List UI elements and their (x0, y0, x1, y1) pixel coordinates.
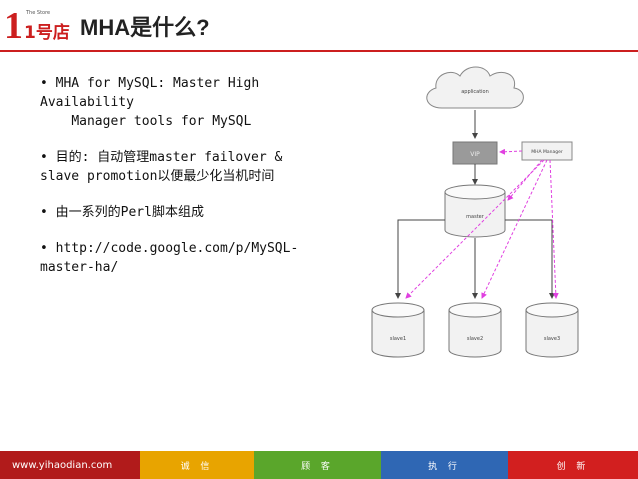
bullet-item: • 目的: 自动管理master failover & slave promot… (40, 150, 283, 184)
slave-db: slave3 (525, 302, 579, 358)
manager-label: MHA Manager (531, 149, 563, 155)
brand-logo: 1 1号店 The Store (4, 4, 70, 47)
slave-label: slave3 (544, 336, 560, 342)
monitor-arrow (549, 159, 559, 299)
footer-value: 创 新 (508, 451, 638, 479)
footer-bar: www.yihaodian.com 诚 信 顾 客 执 行 创 新 (0, 451, 638, 479)
logo-text: 1号店 (24, 22, 70, 43)
application-cloud: application (426, 66, 524, 109)
monitor-arrow (481, 159, 548, 299)
slave-label: slave1 (390, 336, 406, 342)
cloud-label: application (461, 89, 489, 95)
logo-tagline: The Store (25, 10, 50, 16)
page-title: MHA是什么? (80, 15, 210, 40)
bullet-item: • MHA for MySQL: Master High Availabilit… (40, 76, 260, 129)
bullet-list: • MHA for MySQL: Master High Availabilit… (40, 74, 340, 294)
monitor-arrow (405, 159, 545, 299)
replication-line (505, 219, 555, 299)
footer-value: 执 行 (381, 451, 508, 479)
master-db: master (444, 184, 506, 238)
bullet-item: • http://code.google.com/p/MySQL- master… (40, 241, 299, 275)
footer-value: 顾 客 (254, 451, 381, 479)
logo-number: 1 (4, 5, 23, 47)
slave-db: slave2 (448, 302, 502, 358)
slave-label: slave2 (467, 336, 483, 342)
replication-line (395, 219, 445, 299)
header-divider (0, 50, 638, 52)
mha-manager-box: MHA Manager (521, 141, 573, 161)
mha-architecture-diagram: application VIP MHA Manager master (362, 60, 586, 390)
slave-db: slave1 (371, 302, 425, 358)
master-label: master (466, 214, 485, 220)
monitor-arrow (507, 159, 543, 201)
footer-url: www.yihaodian.com (0, 451, 140, 479)
vip-box: VIP (452, 141, 498, 165)
vip-label: VIP (470, 151, 480, 158)
footer-value: 诚 信 (140, 451, 254, 479)
manager-vip-arrow (499, 148, 523, 155)
bullet-item: • 由一系列的Perl脚本组成 (40, 205, 204, 220)
